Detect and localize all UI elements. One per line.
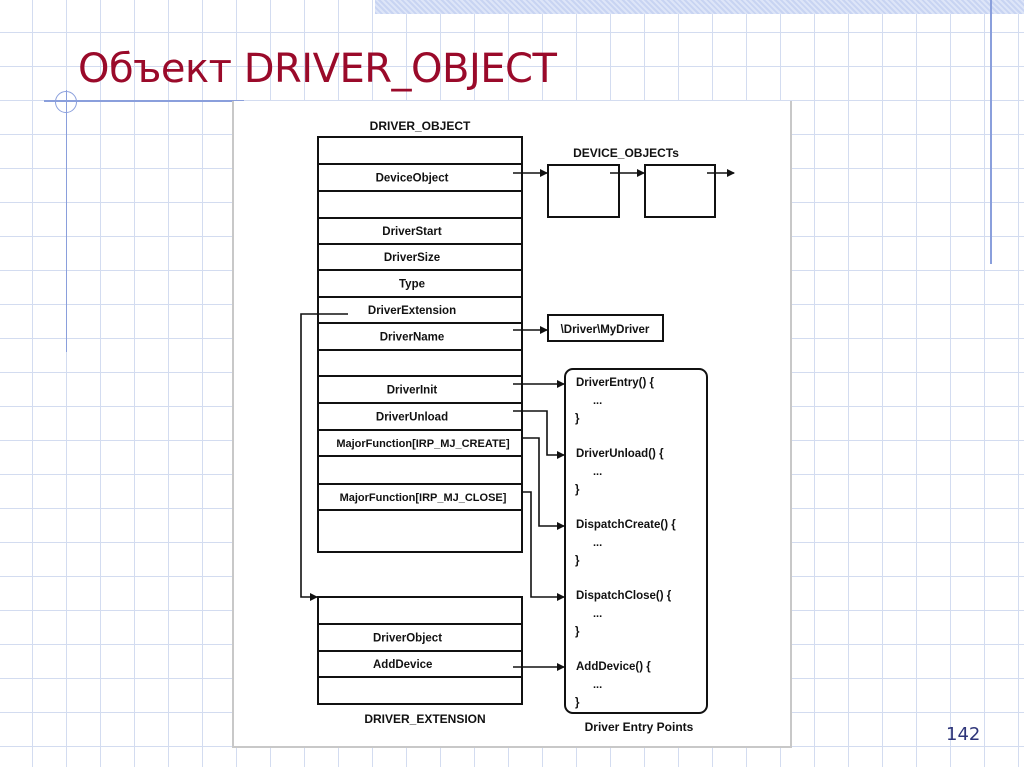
driver-extension-field-label: DriverObject xyxy=(373,633,442,645)
entry-point-dispatchclose: DispatchClose() {...} xyxy=(575,590,672,638)
driver-object-table: DeviceObjectDriverStartDriverSizeTypeDri… xyxy=(317,136,523,553)
entry-point-body: ... xyxy=(593,608,602,620)
entry-point-close: } xyxy=(575,555,580,567)
driver-name-value: \Driver\MyDriver xyxy=(561,324,650,336)
title-underline xyxy=(44,100,244,102)
entry-point-driverentry: DriverEntry() {...} xyxy=(575,377,654,425)
page-number: 142 xyxy=(946,724,981,745)
driver-extension-field-label: AddDevice xyxy=(373,659,432,671)
driver-object-field-empty xyxy=(317,349,523,377)
driver-extension-field-driverobject xyxy=(317,623,523,652)
driver-object-field-label: DriverInit xyxy=(387,385,438,397)
entry-points-box xyxy=(564,368,708,714)
driver-object-diagram: DRIVER_OBJECT DeviceObjectDriverStartDri… xyxy=(300,119,735,734)
driver-extension-caption: DRIVER_EXTENSION xyxy=(364,712,485,726)
driver-object-field-empty xyxy=(317,509,523,553)
driver-object-field-label: DriverExtension xyxy=(368,305,456,317)
driver-object-field-majorfunction-irp-mj-close xyxy=(317,483,523,511)
entry-point-body: ... xyxy=(593,679,602,691)
entry-points-list: DriverEntry() {...}DriverUnload() {...}D… xyxy=(575,377,676,709)
driver-name-box xyxy=(547,314,664,342)
driver-object-field-driversize xyxy=(317,243,523,271)
entry-point-header: DispatchClose() { xyxy=(576,590,672,602)
arrow-driverextension xyxy=(300,313,348,601)
slide-title: Объект DRIVER_OBJECT xyxy=(78,46,557,92)
driver-object-field-label: MajorFunction[IRP_MJ_CREATE] xyxy=(336,438,510,450)
driver-object-caption: DRIVER_OBJECT xyxy=(370,119,471,133)
driver-object-field-label: MajorFunction[IRP_MJ_CLOSE] xyxy=(340,492,507,504)
driver-extension-field-empty xyxy=(317,596,523,625)
driver-object-field-empty xyxy=(317,136,523,165)
entry-point-body: ... xyxy=(593,537,602,549)
driver-extension-field-empty xyxy=(317,676,523,705)
decorative-circle-icon xyxy=(55,91,77,113)
driver-object-field-driverstart xyxy=(317,217,523,245)
entry-point-header: DriverUnload() { xyxy=(576,448,664,460)
driver-object-field-majorfunction-irp-mj-create xyxy=(317,429,523,457)
driver-object-field-empty xyxy=(317,455,523,485)
entry-point-close: } xyxy=(575,484,580,496)
arrow-driverunload xyxy=(513,410,565,459)
driver-object-field-empty xyxy=(317,190,523,219)
entry-point-close: } xyxy=(575,626,580,638)
entry-point-header: AddDevice() { xyxy=(576,661,651,673)
decorative-vertical-line-left xyxy=(66,90,67,352)
entry-point-close: } xyxy=(575,697,580,709)
decorative-top-band xyxy=(375,0,1024,14)
device-object-box-1 xyxy=(547,164,620,218)
driver-object-field-label: DeviceObject xyxy=(376,173,449,185)
entry-point-header: DriverEntry() { xyxy=(576,377,654,389)
entry-point-driverunload: DriverUnload() {...} xyxy=(575,448,664,496)
decorative-vertical-line-right xyxy=(990,0,992,264)
entry-point-body: ... xyxy=(593,395,602,407)
driver-object-field-label: DriverSize xyxy=(384,252,440,264)
entry-points-caption: Driver Entry Points xyxy=(585,720,694,734)
driver-object-field-label: Type xyxy=(399,279,425,291)
entry-point-body: ... xyxy=(593,466,602,478)
entry-point-close: } xyxy=(575,413,580,425)
device-object-box-2 xyxy=(644,164,716,218)
driver-object-field-label: DriverStart xyxy=(382,226,442,238)
arrow-dispatchcreate xyxy=(522,437,565,530)
entry-point-adddevice: AddDevice() {...} xyxy=(575,661,651,709)
driver-object-field-label: DriverUnload xyxy=(376,412,448,424)
driver-object-field-label: DriverName xyxy=(380,332,445,344)
entry-point-header: DispatchCreate() { xyxy=(576,519,676,531)
driver-extension-field-adddevice xyxy=(317,650,523,678)
entry-point-dispatchcreate: DispatchCreate() {...} xyxy=(575,519,676,567)
device-objects-caption: DEVICE_OBJECTs xyxy=(573,146,679,160)
arrow-dispatchclose xyxy=(522,491,565,601)
